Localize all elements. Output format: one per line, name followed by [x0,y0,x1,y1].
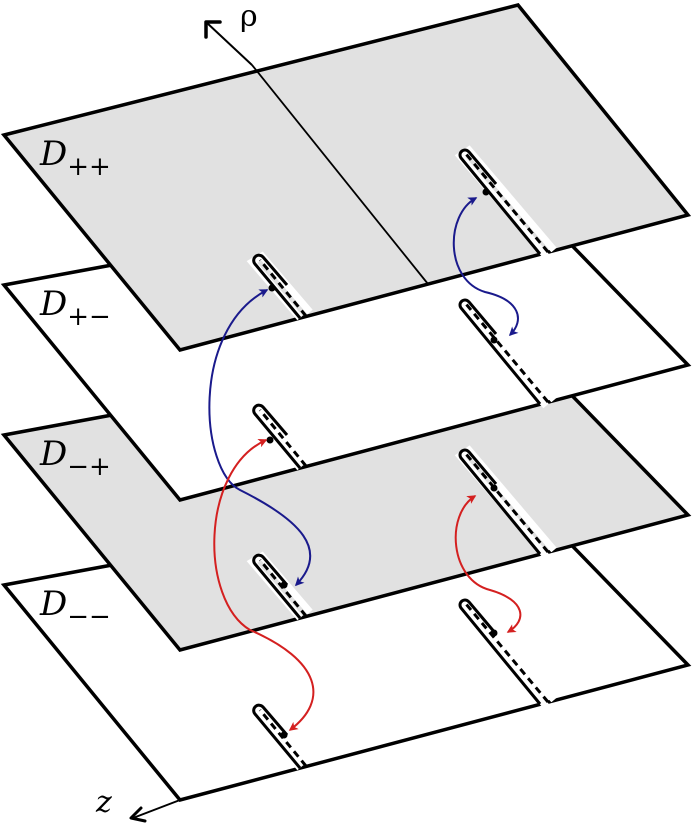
blue-arc-right [452,197,519,337]
rho-axis-arrowhead [204,20,222,39]
sheet-d-plus-plus-plane [0,3,692,352]
sheet-label-d-minus-minus: D−− [39,584,111,632]
branch-point-left-d-minus-plus [280,581,288,589]
rho-axis-on-sheet [251,64,429,285]
rho-axis-label: ρ [240,0,258,34]
z-axis-arrowhead [129,806,147,823]
red-connections [213,439,522,731]
blue-connections [208,197,519,587]
sheet-label-d-plus-plus: D++ [39,134,111,182]
branch-point-right-d-plus-minus [490,336,498,344]
red-arc-left [213,439,315,731]
branch-point-left-d-plus-plus [268,284,276,292]
branch-point-left-d-plus-minus [266,436,274,444]
branch-point-right-d-plus-plus [482,188,490,196]
z-axis-label: z [95,785,112,820]
z-axis: z [95,785,181,823]
red-arc-right [454,495,522,633]
branch-point-right-d-minus-plus [490,484,498,492]
rho-axis: ρ [204,0,258,66]
sheet-label-d-plus-minus: D+− [39,284,111,332]
branch-point-left-d-minus-minus [280,731,288,739]
branch-point-right-d-minus-minus [490,629,498,637]
sheet-label-d-minus-plus: D−+ [39,434,111,482]
blue-arc-left [208,289,312,587]
